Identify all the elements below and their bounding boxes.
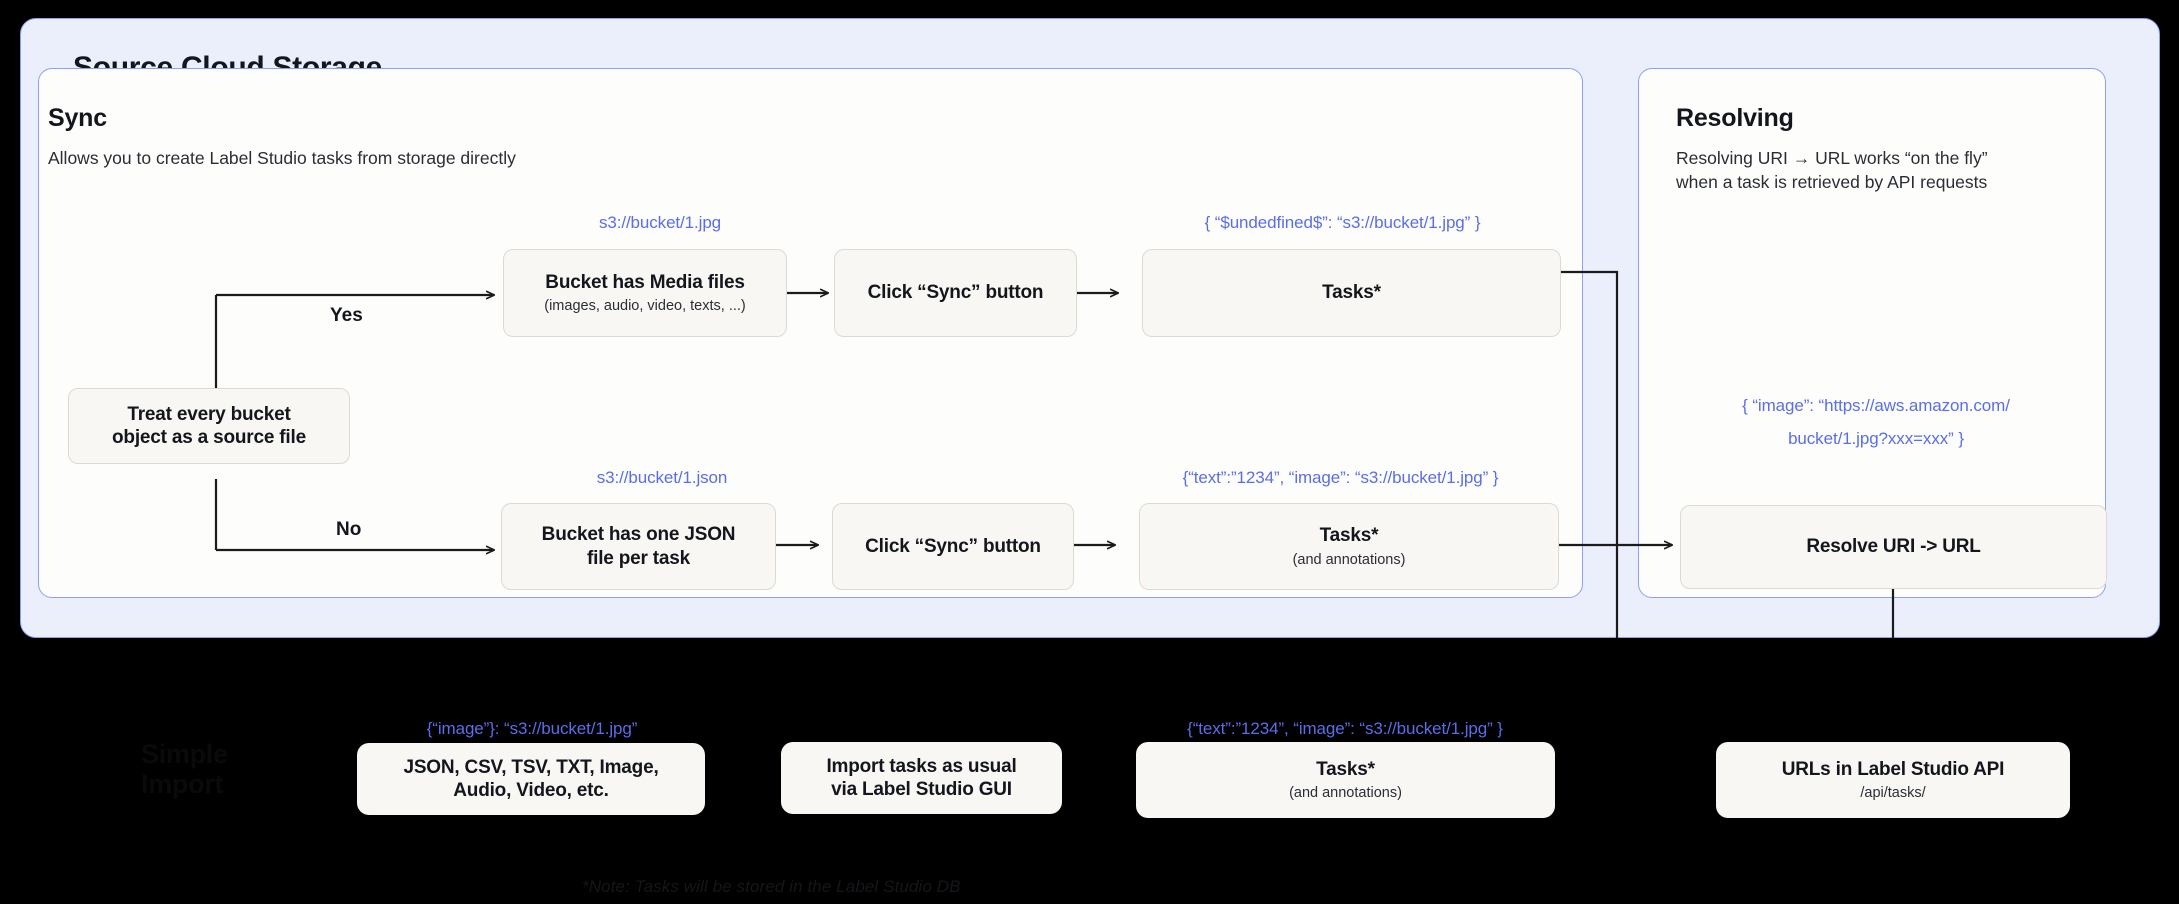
node-resolve-uri-label: Resolve URI -> URL bbox=[1806, 536, 1981, 558]
sync-section-subtitle: Allows you to create Label Studio tasks … bbox=[48, 148, 516, 168]
simple-import-title-line2: Import bbox=[141, 769, 224, 799]
edge-label-yes: Yes bbox=[330, 305, 363, 326]
node-formats-line1: JSON, CSV, TSV, TXT, Image, bbox=[403, 756, 659, 778]
node-click-sync-button-bottom[interactable]: Click “Sync” button bbox=[832, 503, 1074, 590]
node-api-title: URLs in Label Studio API bbox=[1781, 758, 2005, 780]
node-click-sync-bottom-label: Click “Sync” button bbox=[865, 535, 1041, 557]
node-simple-import-tasks[interactable]: Tasks* (and annotations) bbox=[1136, 742, 1555, 818]
node-click-sync-top-label: Click “Sync” button bbox=[867, 282, 1044, 304]
code-label-simple-import-tasks-json: {“text”:”1234”, “image”: “s3://bucket/1.… bbox=[1187, 719, 1503, 738]
decision-box-treat-bucket-object[interactable]: Treat every bucket object as a source fi… bbox=[68, 388, 350, 464]
node-simple-import-tasks-subtitle: (and annotations) bbox=[1289, 785, 1402, 802]
node-urls-in-label-studio-api[interactable]: URLs in Label Studio API /api/tasks/ bbox=[1716, 742, 2070, 818]
node-bucket-json-line2: file per task bbox=[586, 547, 690, 569]
resolving-section-title: Resolving bbox=[1676, 104, 1794, 132]
node-bucket-media-subtitle: (images, audio, video, texts, ...) bbox=[544, 298, 746, 315]
sync-section-title: Sync bbox=[48, 104, 107, 132]
node-tasks-bottom-subtitle: (and annotations) bbox=[1292, 551, 1406, 568]
code-label-tasks-text-image-json: {“text”:”1234”, “image”: “s3://bucket/1.… bbox=[1182, 468, 1499, 487]
node-bucket-has-one-json-file[interactable]: Bucket has one JSON file per task bbox=[501, 503, 776, 590]
resolving-subtitle-line1: Resolving URI → URL works “on the fly” bbox=[1676, 148, 1988, 168]
node-bucket-media-title: Bucket has Media files bbox=[545, 271, 745, 293]
code-label-resolved-url-line2: bucket/1.jpg?xxx=xxx” } bbox=[1788, 429, 1964, 448]
code-label-simple-import-image-json: {“image”}: “s3://bucket/1.jpg” bbox=[426, 719, 638, 738]
node-tasks-bottom-title: Tasks* bbox=[1319, 525, 1379, 547]
edge-label-no: No bbox=[336, 519, 362, 540]
node-formats-line2: Audio, Video, etc. bbox=[453, 780, 609, 801]
node-bucket-has-media-files[interactable]: Bucket has Media files (images, audio, v… bbox=[503, 249, 787, 337]
resolving-subtitle-line2: when a task is retrieved by API requests bbox=[1676, 172, 1988, 192]
node-click-sync-button-top[interactable]: Click “Sync” button bbox=[834, 249, 1077, 337]
node-resolve-uri-to-url[interactable]: Resolve URI -> URL bbox=[1680, 505, 2107, 589]
node-tasks-bottom[interactable]: Tasks* (and annotations) bbox=[1139, 503, 1559, 590]
code-label-tasks-undefined-json: { “$undedfined$”: “s3://bucket/1.jpg” } bbox=[1204, 213, 1481, 232]
node-bucket-json-line1: Bucket has one JSON bbox=[541, 524, 736, 546]
node-import-gui-line1: Import tasks as usual bbox=[826, 755, 1017, 777]
footnote: *Note: Tasks will be stored in the Label… bbox=[582, 877, 961, 896]
node-simple-import-tasks-title: Tasks* bbox=[1316, 758, 1375, 780]
decision-box-line2: object as a source file bbox=[112, 427, 306, 448]
code-label-s3-json: s3://bucket/1.json bbox=[596, 468, 728, 487]
node-import-gui-line2: via Label Studio GUI bbox=[831, 779, 1012, 800]
code-label-s3-jpg: s3://bucket/1.jpg bbox=[598, 213, 722, 232]
node-import-tasks-gui[interactable]: Import tasks as usual via Label Studio G… bbox=[781, 742, 1062, 814]
code-label-resolved-url-line1: { “image”: “https://aws.amazon.com/ bbox=[1742, 396, 2010, 415]
node-api-subtitle: /api/tasks/ bbox=[1860, 785, 1926, 802]
decision-box-line1: Treat every bucket bbox=[127, 403, 291, 425]
node-tasks-top[interactable]: Tasks* bbox=[1142, 249, 1561, 337]
node-tasks-top-title: Tasks* bbox=[1322, 282, 1381, 304]
simple-import-title-line1: Simple bbox=[141, 739, 228, 769]
node-supported-formats[interactable]: JSON, CSV, TSV, TXT, Image, Audio, Video… bbox=[357, 743, 705, 815]
